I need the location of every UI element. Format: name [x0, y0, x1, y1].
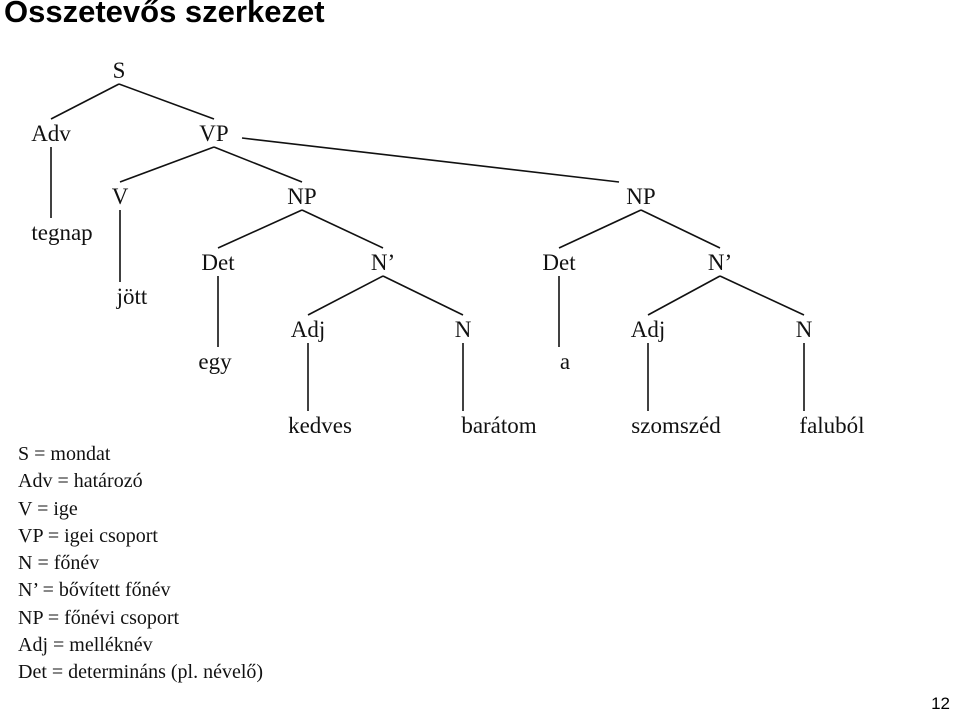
tree-edge-np2-det2 [558, 209, 642, 249]
legend-item: VP = igei csoport [18, 524, 158, 547]
tree-node-n1: N [455, 317, 472, 342]
tree-edge-np2-nbar2 [640, 209, 721, 249]
tree-edge-np1-nbar1 [301, 209, 384, 249]
legend-item: Det = determináns (pl. névelő) [18, 661, 264, 684]
legend-item: V = ige [18, 497, 78, 520]
page-title: Összetevős szerkezet [4, 0, 325, 29]
tree-edge-nbar1-n1 [382, 275, 464, 316]
tree-node-a: a [560, 349, 570, 374]
tree-edge-nbar1-adj1 [307, 275, 384, 316]
tree-node-np1: NP [287, 184, 316, 209]
tree-edge-vp-v [119, 146, 215, 183]
tree-edge-s-vp [118, 83, 215, 120]
tree-edge-vp-np1 [213, 146, 303, 183]
legend-item: Adj = melléknév [18, 634, 153, 657]
legend-item: N’ = bővített főnév [18, 579, 171, 602]
tree-node-nbar2: N’ [708, 250, 732, 275]
tree-node-s: S [113, 58, 126, 83]
legend-item: Adv = határozó [18, 470, 143, 493]
tree-node-n2: N [796, 317, 813, 342]
tree-edge-s-adv [50, 83, 120, 120]
tree-node-det1: Det [201, 250, 235, 275]
legend-item: S = mondat [18, 443, 111, 465]
page-number: 12 [931, 694, 950, 713]
tree-node-egy: egy [198, 349, 232, 374]
tree-node-jott: jött [116, 284, 148, 309]
tree-node-tegnap: tegnap [31, 220, 92, 245]
tree-node-kedves: kedves [288, 413, 352, 438]
tree-node-adj1: Adj [291, 317, 326, 342]
tree-edge-nbar2-adj2 [647, 275, 721, 316]
legend-item: NP = főnévi csoport [18, 606, 180, 629]
tree-node-v: V [112, 184, 129, 209]
tree-node-np2: NP [626, 184, 655, 209]
tree-node-nbar1: N’ [371, 250, 395, 275]
tree-node-det2: Det [542, 250, 576, 275]
tree-node-szomszed: szomszéd [631, 413, 721, 438]
tree-node-falubol: faluból [799, 413, 864, 438]
legend-item: N = főnév [18, 552, 100, 575]
tree-edge-vp-np2 [241, 137, 620, 183]
tree-edges [50, 83, 805, 411]
tree-node-adv: Adv [31, 121, 71, 146]
tree-node-baratom: barátom [461, 413, 536, 438]
tree-node-adj2: Adj [631, 317, 666, 342]
tree-edge-np1-det1 [217, 209, 303, 249]
tree-edge-nbar2-n2 [719, 275, 805, 316]
tree-node-vp: VP [199, 121, 228, 146]
